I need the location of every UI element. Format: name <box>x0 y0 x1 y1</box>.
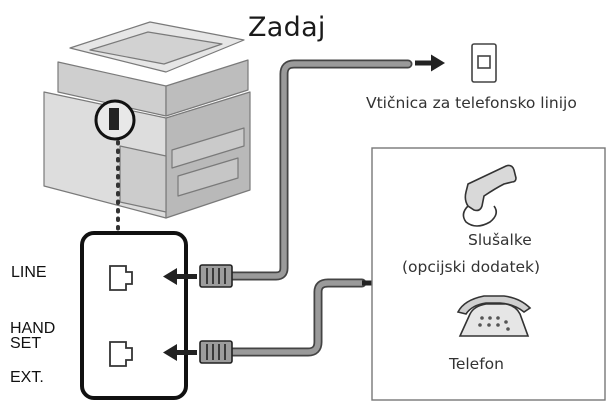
printer-icon <box>43 21 251 219</box>
plug-line-icon <box>199 264 233 288</box>
port-label-line: LINE <box>11 264 47 281</box>
arrow-ext-in <box>163 344 197 361</box>
handset-icon <box>462 164 517 227</box>
port-panel <box>80 231 188 400</box>
arrow-line-in <box>163 268 197 285</box>
handset-label: Slušalke <box>468 231 532 249</box>
ext-port-icon <box>109 341 133 367</box>
telephone-label: Telefon <box>449 355 504 373</box>
line-port-icon <box>109 265 133 291</box>
handset-optional-label: (opcijski dodatek) <box>402 258 541 276</box>
wall-jack-icon <box>471 43 497 83</box>
arrow-to-wall-jack <box>415 54 445 72</box>
telephone-icon <box>456 295 532 337</box>
cable-ext <box>227 278 367 357</box>
port-label-set: SET <box>10 335 42 352</box>
wall-jack-label: Vtičnica za telefonsko linijo <box>366 94 577 112</box>
port-label-hand: HAND <box>10 320 56 337</box>
diagram-title: Zadaj <box>248 12 326 43</box>
printer-port-icon <box>109 108 119 130</box>
port-label-ext: EXT. <box>10 369 44 386</box>
plug-ext-icon <box>199 340 233 364</box>
